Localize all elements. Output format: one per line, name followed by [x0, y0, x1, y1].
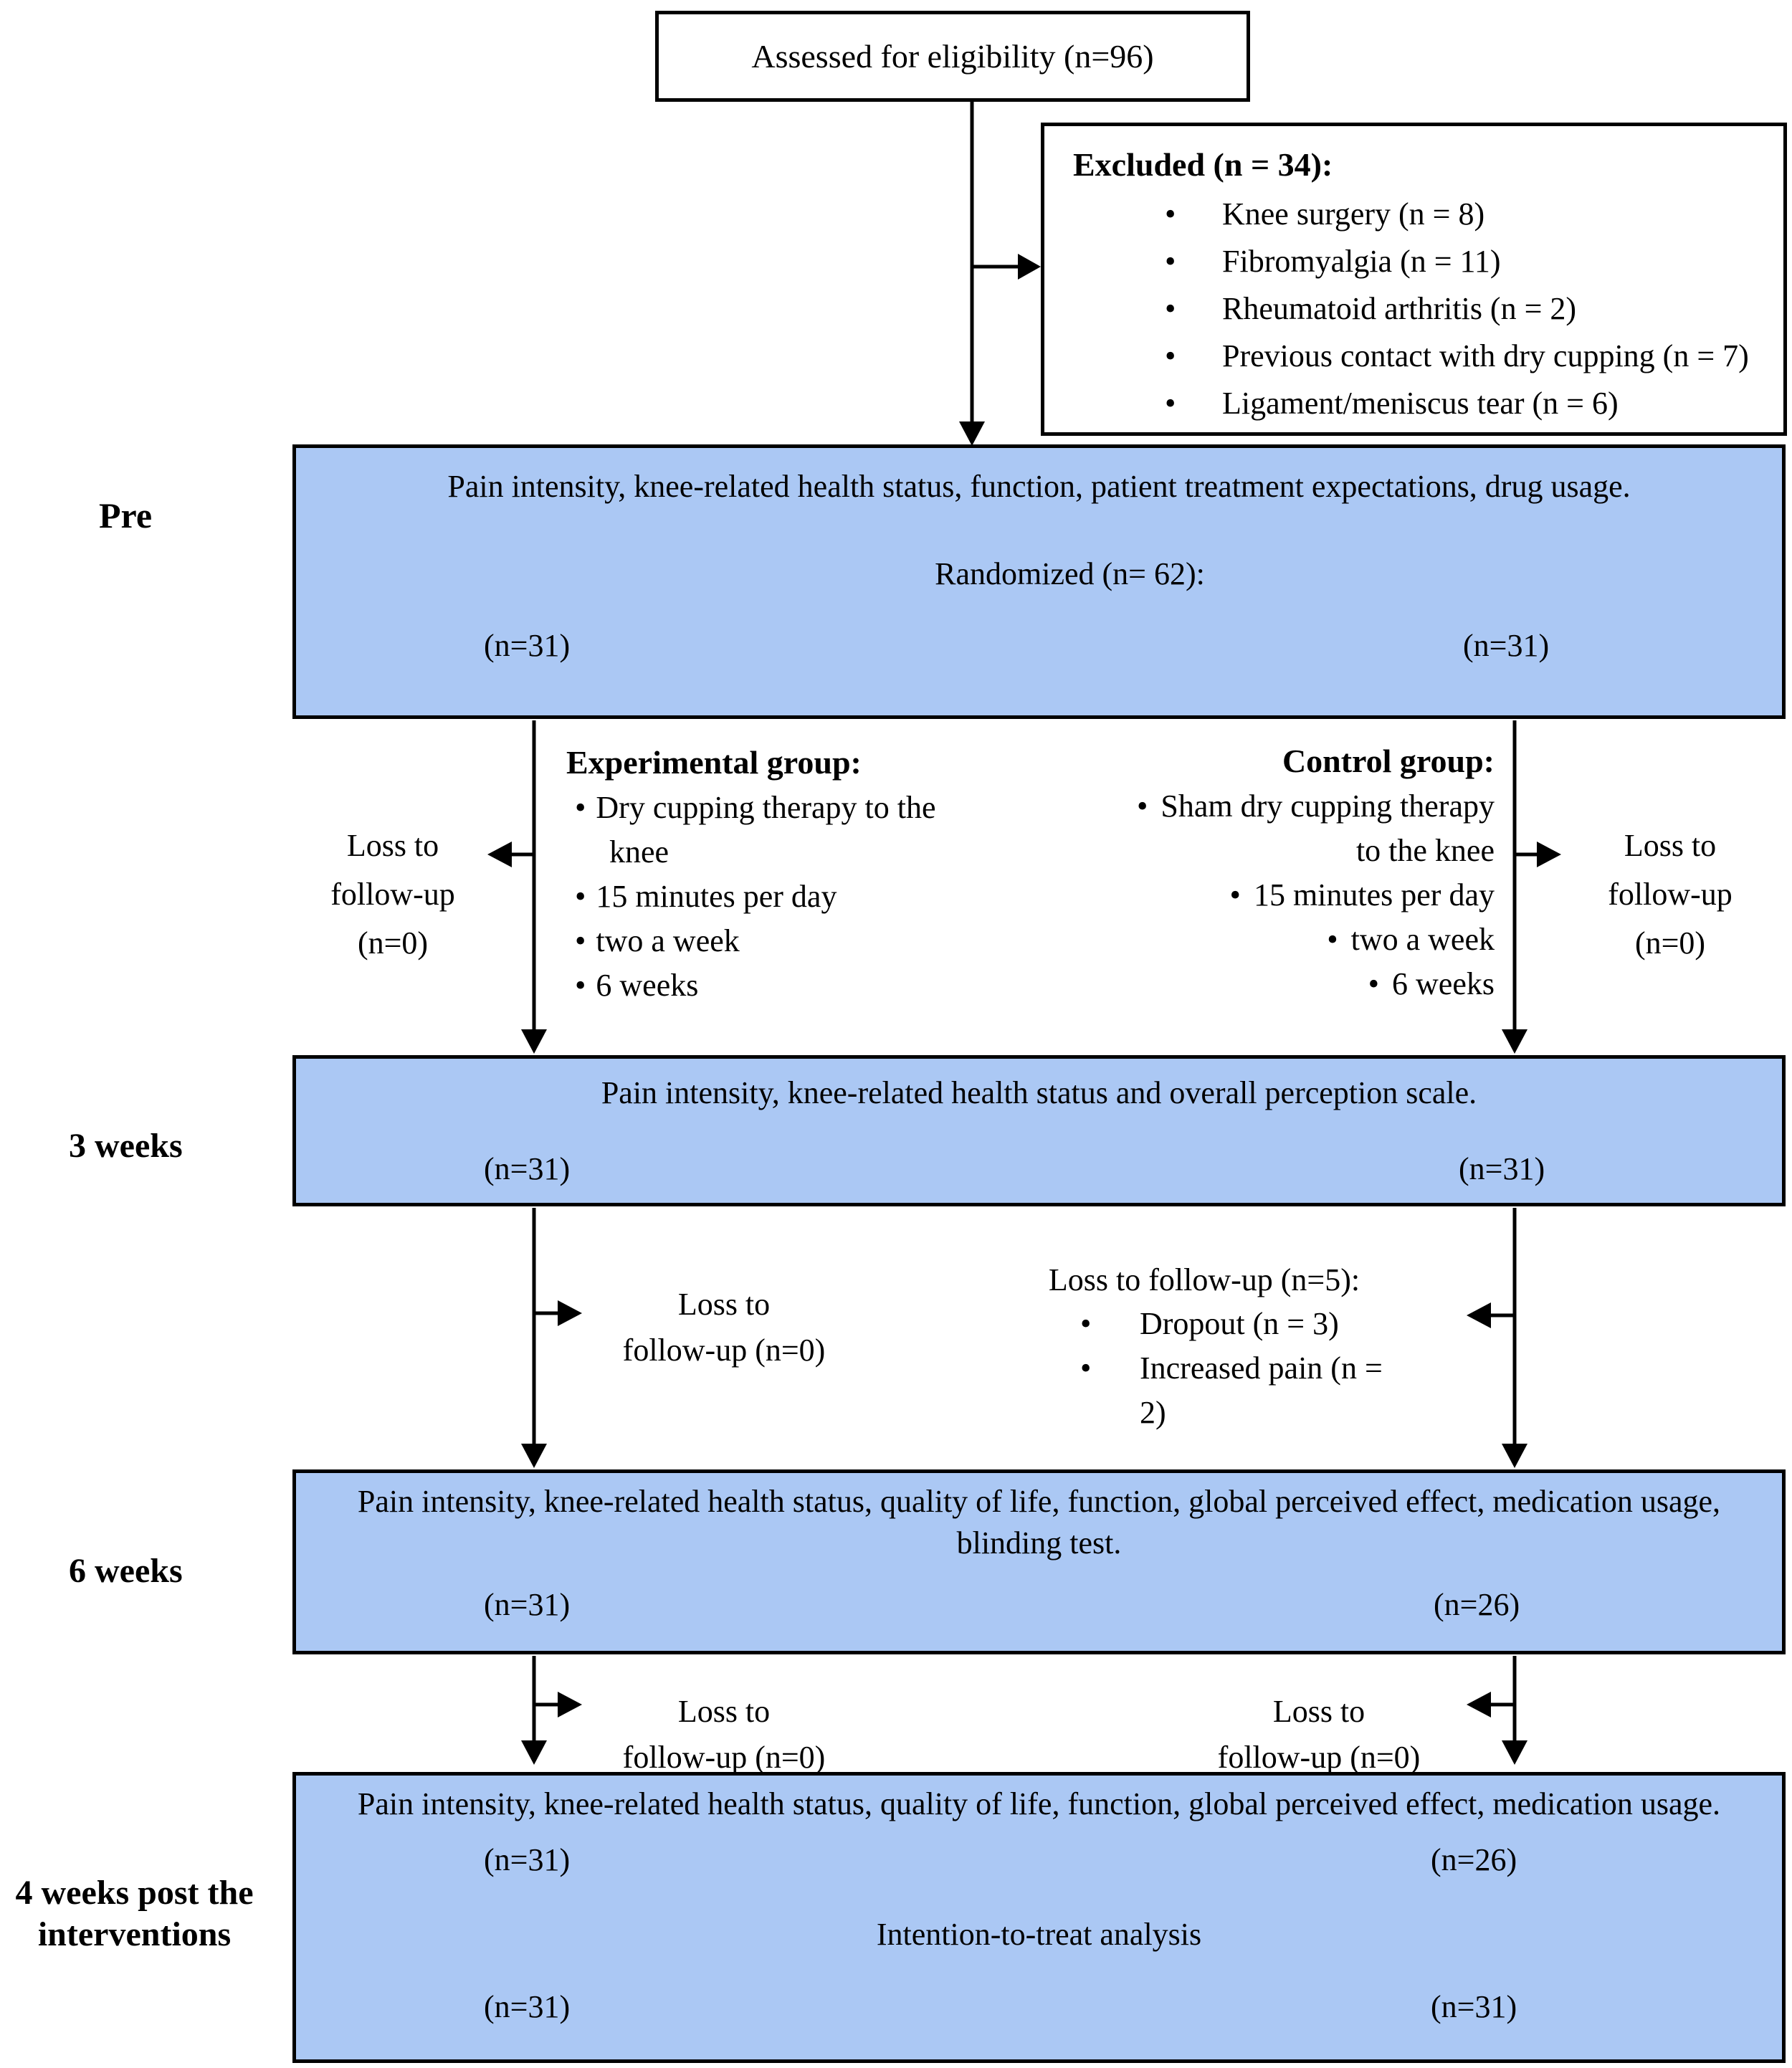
experimental-group-item: •two a week	[575, 923, 740, 958]
loss-mid-right-item: •Dropout (n = 3)	[996, 1302, 1412, 1346]
four-weeks-post-stage-box: Pain intensity, knee-related health stat…	[292, 1772, 1786, 2063]
arrow-loss-bottom-right	[1467, 1692, 1515, 1717]
bullet-icon: •	[575, 923, 586, 958]
six-weeks-right-n: (n=26)	[1434, 1587, 1520, 1622]
control-group-title: Control group:	[1282, 743, 1495, 779]
bullet-icon: •	[1368, 966, 1380, 1001]
control-group-item: •two a week	[1327, 922, 1495, 957]
control-group-block: Control group: •Sham dry cupping therapy…	[1122, 738, 1495, 1006]
control-group-item: •6 weeks	[1368, 966, 1495, 1001]
eligibility-text: Assessed for eligibility (n=96)	[751, 38, 1154, 75]
final-row1-left-n: (n=31)	[484, 1842, 571, 1877]
loss-to-follow-up-mid-right: Loss to follow-up (n=5): •Dropout (n = 3…	[996, 1259, 1412, 1435]
arrow-to-excluded	[972, 254, 1041, 280]
three-weeks-right-n: (n=31)	[1459, 1151, 1545, 1186]
final-row2-left-n: (n=31)	[484, 1989, 571, 2024]
bullet-icon: •	[575, 879, 586, 914]
arrow-pre-to-3wk-right	[1502, 720, 1528, 1054]
loss-mid-right-item: •Increased pain (n = 2)	[996, 1346, 1412, 1435]
eligibility-box: Assessed for eligibility (n=96)	[655, 11, 1250, 102]
three-weeks-left-n: (n=31)	[484, 1151, 571, 1186]
arrow-6wk-to-final-right	[1502, 1656, 1528, 1765]
final-row1-right-n: (n=26)	[1431, 1842, 1517, 1877]
intention-to-treat-text: Intention-to-treat analysis	[876, 1917, 1202, 1952]
pre-left-n: (n=31)	[484, 628, 571, 663]
final-row2-right-n: (n=31)	[1431, 1989, 1517, 2024]
stage-label-4-weeks-post: 4 weeks post the interventions	[15, 1874, 254, 1953]
pre-right-n: (n=31)	[1463, 628, 1550, 663]
arrow-loss-right-1	[1515, 842, 1561, 867]
bullet-icon: •	[1137, 788, 1148, 824]
bullet-icon: •	[575, 968, 586, 1003]
bullet-icon: •	[1165, 338, 1176, 373]
arrow-eligibility-to-pre	[959, 102, 985, 446]
arrow-3wk-to-6wk-left	[521, 1208, 547, 1468]
six-weeks-outcomes-line1: Pain intensity, knee-related health stat…	[357, 1484, 1721, 1519]
arrow-pre-to-3wk-left	[521, 720, 547, 1054]
three-weeks-outcomes-text: Pain intensity, knee-related health stat…	[601, 1075, 1477, 1110]
excluded-title: Excluded (n = 34):	[1073, 146, 1333, 183]
pre-outcomes-text: Pain intensity, knee-related health stat…	[447, 469, 1631, 504]
excluded-item: •Knee surgery (n = 8)	[1073, 191, 1769, 238]
final-outcomes-text: Pain intensity, knee-related health stat…	[357, 1786, 1721, 1821]
six-weeks-left-n: (n=31)	[484, 1587, 571, 1622]
bullet-icon: •	[1165, 244, 1176, 279]
arrow-loss-left-1	[487, 842, 534, 867]
experimental-group-item: •15 minutes per day	[575, 879, 837, 914]
arrow-loss-mid-left	[534, 1300, 582, 1326]
experimental-group-title: Experimental group:	[566, 744, 862, 781]
experimental-group-item: •Dry cupping therapy to the knee	[575, 790, 936, 869]
excluded-item: •Fibromyalgia (n = 11)	[1073, 238, 1769, 285]
stage-label-pre: Pre	[99, 495, 153, 535]
stage-label-6-weeks: 6 weeks	[69, 1552, 183, 1590]
excluded-item: •Ligament/meniscus tear (n = 6)	[1073, 380, 1769, 427]
pre-stage-box: Pain intensity, knee-related health stat…	[292, 444, 1786, 719]
excluded-item: •Rheumatoid arthritis (n = 2)	[1073, 285, 1769, 333]
control-group-item: •15 minutes per day	[1229, 877, 1495, 913]
bullet-icon: •	[1327, 922, 1338, 957]
experimental-group-item: •6 weeks	[575, 968, 699, 1003]
control-group-item: •Sham dry cupping therapy to the knee	[1137, 788, 1495, 868]
bullet-icon: •	[575, 790, 586, 825]
bullet-icon: •	[1080, 1306, 1092, 1341]
arrow-loss-mid-right	[1467, 1302, 1515, 1328]
loss-to-follow-up-right-1: Loss to follow-up (n=0)	[1608, 828, 1733, 961]
arrow-loss-bottom-left	[534, 1692, 582, 1717]
bullet-icon: •	[1165, 196, 1176, 232]
excluded-box: Excluded (n = 34): •Knee surgery (n = 8)…	[1041, 123, 1787, 436]
three-weeks-stage-box: Pain intensity, knee-related health stat…	[292, 1055, 1786, 1206]
arrow-6wk-to-final-left	[521, 1656, 547, 1765]
six-weeks-stage-box: Pain intensity, knee-related health stat…	[292, 1469, 1786, 1654]
randomized-text: Randomized (n= 62):	[935, 556, 1205, 591]
loss-to-follow-up-bottom-right: Loss to follow-up (n=0)	[1217, 1694, 1421, 1775]
arrow-3wk-to-6wk-right	[1502, 1208, 1528, 1468]
loss-to-follow-up-left-1: Loss to follow-up (n=0)	[330, 828, 455, 961]
loss-to-follow-up-bottom-left: Loss to follow-up (n=0)	[622, 1694, 826, 1775]
loss-to-follow-up-mid-left: Loss to follow-up (n=0)	[622, 1287, 826, 1368]
bullet-icon: •	[1080, 1350, 1092, 1386]
excluded-item: •Previous contact with dry cupping (n = …	[1073, 333, 1769, 380]
loss-mid-right-title: Loss to follow-up (n=5):	[1048, 1262, 1360, 1297]
bullet-icon: •	[1165, 386, 1176, 421]
bullet-icon: •	[1165, 291, 1176, 326]
six-weeks-outcomes-line2: blinding test.	[956, 1525, 1122, 1560]
bullet-icon: •	[1229, 877, 1241, 913]
excluded-list: •Knee surgery (n = 8) •Fibromyalgia (n =…	[1073, 191, 1769, 427]
stage-label-3-weeks: 3 weeks	[69, 1127, 183, 1165]
experimental-group-block: Experimental group: •Dry cupping therapy…	[566, 740, 968, 1008]
